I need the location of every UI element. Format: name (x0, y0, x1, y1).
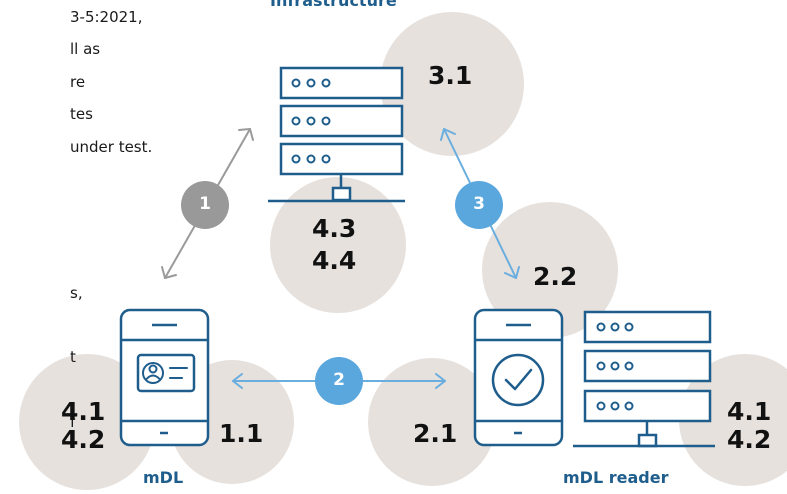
text-fragment-7: t (70, 348, 76, 366)
text-fragment-2: ll as (70, 40, 101, 58)
label-mdl-reader: mDL reader (563, 468, 669, 487)
badge-3-circle (455, 181, 503, 229)
text-fragment-6: s, (70, 284, 83, 302)
circle-4-3-4-4 (270, 177, 406, 313)
mdl-section-4-1: 4.1 (61, 397, 106, 426)
section-2-2: 2.2 (533, 262, 578, 291)
circle-2-1 (368, 358, 496, 486)
server-stack-icon (268, 66, 405, 203)
reader-server-stack-icon (573, 310, 715, 448)
mdl-phone-icon (119, 308, 210, 447)
text-fragment-5: under test. (70, 138, 153, 156)
circle-2-2 (482, 202, 618, 338)
badge-3: 3 (473, 194, 485, 214)
label-mdl: mDL (143, 468, 184, 487)
id-card-icon (142, 362, 188, 384)
label-infrastructure: Infrastructure (270, 0, 397, 10)
circle-3-1 (380, 12, 524, 156)
circle-reader-4-1-4-2 (679, 354, 787, 486)
badge-1: 1 (199, 194, 211, 214)
badge-2: 2 (333, 370, 345, 390)
section-4-4: 4.4 (312, 246, 357, 275)
check-circle-icon (491, 353, 545, 407)
section-4-3: 4.3 (312, 214, 357, 243)
section-2-1: 2.1 (413, 419, 458, 448)
text-fragment-8: f (70, 413, 76, 431)
section-1-1: 1.1 (219, 419, 264, 448)
reader-phone-icon (473, 308, 564, 447)
text-fragment-3: re (70, 73, 86, 91)
section-circles (19, 12, 787, 490)
reader-section-4-1: 4.1 (727, 397, 772, 426)
text-fragment-4: tes (70, 105, 93, 123)
text-fragment-1: 3-5:2021, (70, 8, 143, 26)
reader-section-4-2: 4.2 (727, 425, 772, 454)
mdl-section-4-2: 4.2 (61, 425, 106, 454)
section-3-1: 3.1 (428, 61, 473, 90)
badge-1-circle (181, 181, 229, 229)
badge-2-circle (315, 357, 363, 405)
